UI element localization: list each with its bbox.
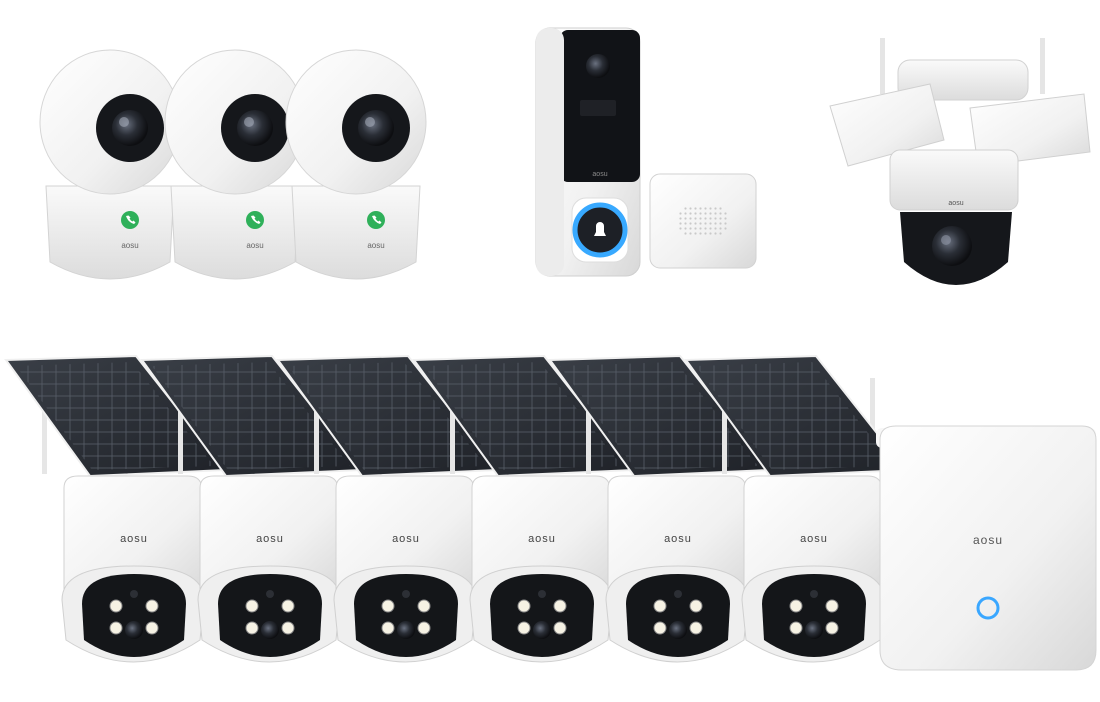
solar-panel-grid xyxy=(696,362,894,470)
solar-camera-lens xyxy=(261,621,279,639)
antenna-left xyxy=(450,374,455,474)
spotlight-led xyxy=(789,599,803,613)
doorbell-brand-label: aosu xyxy=(592,171,607,178)
spotlight-led xyxy=(689,621,703,635)
spotlight-led xyxy=(653,599,667,613)
floodlight-brand-label: aosu xyxy=(948,200,963,207)
spotlight-led xyxy=(145,621,159,635)
solar-camera-face xyxy=(82,574,186,657)
spotlight-led xyxy=(825,621,839,635)
bell-icon xyxy=(594,222,606,236)
pir-sensor xyxy=(266,590,274,598)
indoor-camera: aosu xyxy=(164,49,306,280)
solar-camera-lens xyxy=(125,621,143,639)
spotlight-led xyxy=(517,599,531,613)
indoor-camera-base xyxy=(45,185,175,280)
solar-camera-face xyxy=(626,574,730,657)
spotlight-led xyxy=(109,599,123,613)
antenna-right xyxy=(870,378,875,468)
video-doorbell: aosu xyxy=(535,27,641,277)
solar-camera-face xyxy=(762,574,866,657)
solar-panel-grid xyxy=(424,362,622,470)
floodlight-panel-right xyxy=(969,93,1091,167)
floodlight-camera-lens xyxy=(932,226,972,266)
solar-camera-brand-label: aosu xyxy=(392,533,420,545)
doorbell-camera-lens xyxy=(586,54,610,78)
solar-camera-brand-label: aosu xyxy=(800,533,828,545)
indoor-camera-group: aosu aosu aosu xyxy=(39,49,427,280)
spotlight-led xyxy=(789,621,803,635)
spotlight-led xyxy=(281,599,295,613)
homebase-brand-label: aosu xyxy=(973,533,1003,547)
spotlight-led xyxy=(281,621,295,635)
indoor-camera-brand-label: aosu xyxy=(367,241,384,250)
solar-camera-brand-label: aosu xyxy=(528,533,556,545)
solar-camera-lens xyxy=(805,621,823,639)
solar-camera-brand-label: aosu xyxy=(664,533,692,545)
floodlight-camera: aosu xyxy=(829,38,1091,285)
solar-camera: aosu xyxy=(140,354,364,663)
indoor-camera: aosu xyxy=(285,49,427,280)
floodlight-panel-left xyxy=(829,83,945,167)
solar-camera-face xyxy=(490,574,594,657)
indoor-camera-brand-label: aosu xyxy=(246,241,263,250)
solar-camera-lens xyxy=(397,621,415,639)
solar-camera: aosu xyxy=(548,354,772,663)
solar-camera: aosu xyxy=(412,354,636,663)
antenna-left xyxy=(722,374,727,474)
spotlight-led xyxy=(553,599,567,613)
spotlight-led xyxy=(109,621,123,635)
homebase-body xyxy=(879,425,1097,671)
solar-camera-brand-label: aosu xyxy=(120,533,148,545)
pir-sensor xyxy=(402,590,410,598)
solar-camera-group: aosu aosu aosu aosu aosu aosu xyxy=(4,354,908,663)
indoor-camera-brand-label: aosu xyxy=(121,241,138,250)
indoor-camera-lens xyxy=(237,110,273,146)
indoor-camera: aosu xyxy=(39,49,181,280)
indoor-camera-base xyxy=(291,185,421,280)
homebase: aosu xyxy=(876,425,1097,671)
solar-camera-face xyxy=(354,574,458,657)
antenna-left xyxy=(314,374,319,474)
homebase-sync-ring xyxy=(976,596,1000,620)
solar-camera-lens xyxy=(669,621,687,639)
indoor-camera-base xyxy=(170,185,300,280)
spotlight-led xyxy=(653,621,667,635)
pir-sensor xyxy=(130,590,138,598)
antenna-left xyxy=(586,374,591,474)
solar-panel-grid xyxy=(152,362,350,470)
spotlight-led xyxy=(145,599,159,613)
spotlight-led xyxy=(417,621,431,635)
pir-sensor xyxy=(674,590,682,598)
spotlight-led xyxy=(689,599,703,613)
pir-sensor xyxy=(810,590,818,598)
solar-panel-grid xyxy=(288,362,486,470)
spotlight-led xyxy=(381,599,395,613)
doorbell-chime xyxy=(649,173,757,269)
solar-panel-grid xyxy=(560,362,758,470)
indoor-camera-lens xyxy=(112,110,148,146)
spotlight-led xyxy=(825,599,839,613)
spotlight-led xyxy=(245,599,259,613)
spotlight-led xyxy=(517,621,531,635)
antenna-left xyxy=(178,374,183,474)
solar-camera-brand-label: aosu xyxy=(256,533,284,545)
solar-camera-lens xyxy=(533,621,551,639)
spotlight-led xyxy=(245,621,259,635)
spotlight-led xyxy=(553,621,567,635)
spotlight-led xyxy=(381,621,395,635)
spotlight-led xyxy=(417,599,431,613)
antenna-left xyxy=(42,374,47,474)
solar-camera-face xyxy=(218,574,322,657)
solar-panel-grid xyxy=(16,362,214,470)
solar-camera: aosu xyxy=(276,354,500,663)
pir-sensor xyxy=(538,590,546,598)
indoor-camera-lens xyxy=(358,110,394,146)
solar-camera: aosu xyxy=(684,354,908,663)
